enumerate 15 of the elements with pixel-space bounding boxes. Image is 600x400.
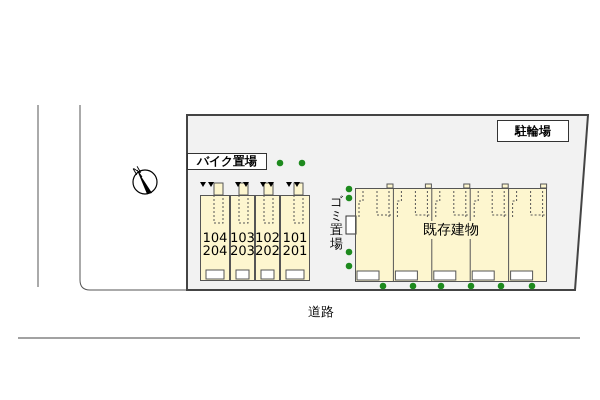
road-label: 道路 [308, 306, 334, 320]
unit-number: 102 202 [255, 232, 280, 258]
unit-box [200, 195, 230, 281]
label-box [497, 120, 569, 142]
area-label: 駐輪場 [515, 122, 551, 140]
unit-box [230, 195, 255, 281]
unit-box [280, 195, 310, 281]
label-box [187, 153, 267, 170]
unit-number: 103 203 [230, 232, 255, 258]
unit-box [255, 195, 280, 281]
unit-number: 104 204 [202, 232, 228, 258]
building-label: 既存建物 [423, 221, 479, 239]
area-label: バイク置場 [197, 153, 257, 170]
unit-number: 101 201 [282, 232, 308, 258]
garbage-area-label: ゴミ置場 [330, 196, 344, 252]
